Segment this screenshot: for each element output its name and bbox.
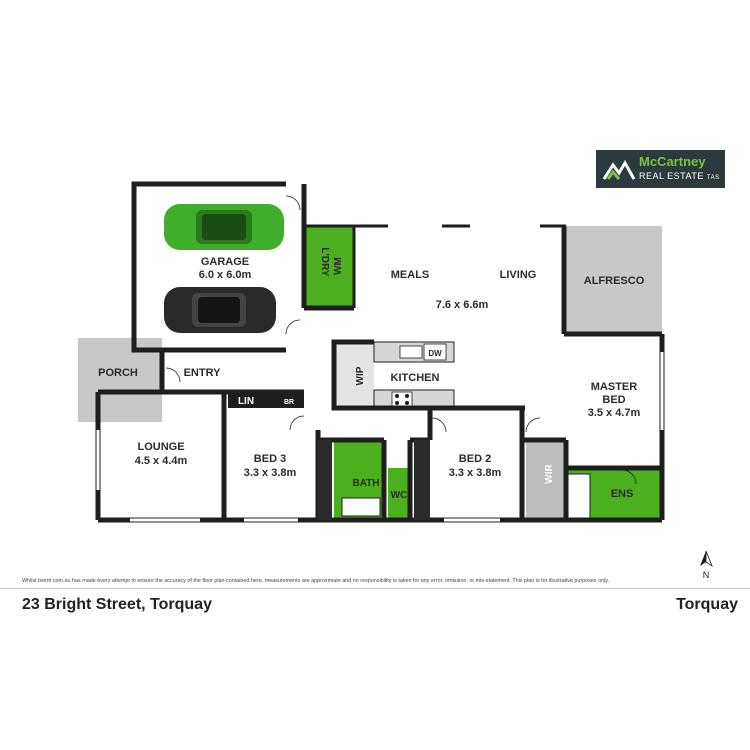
wir-label: WIR [544,464,555,484]
garage-label: GARAGE [201,256,249,268]
porch-label: PORCH [98,367,138,379]
wc-area [388,468,410,520]
master-label-line2: BED [602,394,625,406]
laundry-area [306,226,354,306]
lounge-size: 4.5 x 4.4m [135,455,188,467]
bed3-label: BED 3 [254,453,286,465]
alfresco-label: ALFRESCO [584,275,645,287]
brand-subtitle-text: REAL ESTATE [639,171,704,181]
car-dark [164,287,276,333]
wall-block [414,440,430,520]
master-label-line1: MASTER [591,381,638,393]
wc-label: WC [391,490,408,501]
wall-block [318,440,332,520]
property-suburb: Torquay [676,596,738,613]
door-swings [165,195,637,485]
divider [0,588,750,589]
master-size: 3.5 x 4.7m [588,407,641,419]
laundry-label: L'DRY [319,247,330,277]
kitchen-label: KITCHEN [391,372,440,384]
broom-label: BR [284,399,294,406]
meals-label: MEALS [391,269,430,281]
cooktop-burner [395,394,399,398]
north-label: N [703,570,710,580]
disclaimer-text: Whilst bwrm.com.au has made every attemp… [22,578,610,584]
bath-tub [341,497,381,517]
entry-label: ENTRY [184,367,222,379]
linen-label: LIN [238,396,254,407]
kitchen-bench-bottom [373,389,455,409]
cooktop [391,391,413,407]
brand-tag: TAS [706,175,720,181]
bed2-size: 3.3 x 3.8m [449,467,502,479]
ensuite-label: ENS [611,488,634,500]
brand-logo: McCartney REAL ESTATE TAS [596,150,725,188]
ens-tub [567,473,591,519]
dishwasher-label: DW [428,349,442,358]
brand-logo-mark-icon [602,160,636,180]
brand-name: McCartney [639,154,706,169]
bed2-label: BED 2 [459,453,491,465]
cooktop-burner [405,401,409,405]
wip-area [334,342,374,408]
lin-area [228,392,304,408]
washing-machine-label: WM [333,257,344,275]
alfresco-area [566,226,662,334]
cooktop-burner [395,401,399,405]
bed3-size: 3.3 x 3.8m [244,467,297,479]
wip-label: WIP [355,366,366,385]
windows [96,224,664,522]
north-arrow-icon: N [700,550,713,580]
dishwasher [423,343,447,361]
car-green [164,204,284,250]
sink [399,345,423,359]
lounge-label: LOUNGE [137,441,184,453]
wir-area [526,440,566,520]
living-size: 7.6 x 6.6m [436,299,489,311]
bath-label: BATH [352,478,379,489]
property-address: 23 Bright Street, Torquay [22,596,212,613]
garage-size: 6.0 x 6.0m [199,269,252,281]
brand-subtitle: REAL ESTATE TAS [639,171,720,181]
living-label: LIVING [500,269,537,281]
cooktop-burner [405,394,409,398]
